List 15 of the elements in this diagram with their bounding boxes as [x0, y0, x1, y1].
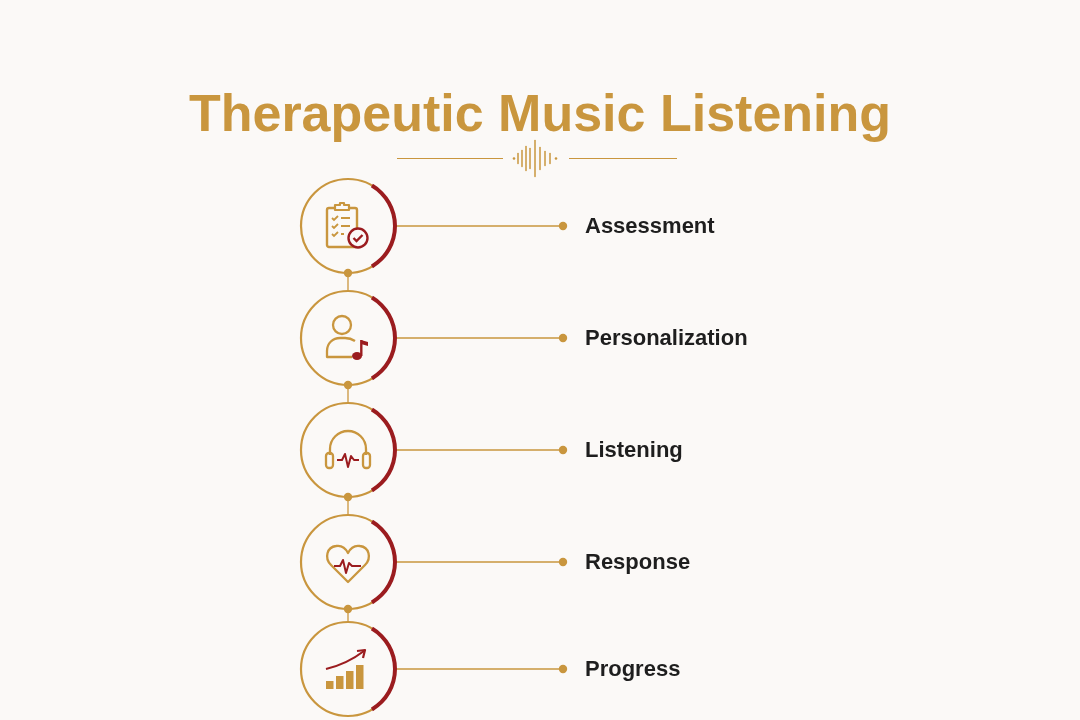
step-label: Personalization: [563, 322, 748, 354]
step-circle: [300, 178, 396, 274]
step-circle: [300, 621, 396, 717]
connector-line: [343, 380, 353, 404]
step-label: Listening: [563, 434, 683, 466]
connector-line: [343, 492, 353, 516]
step-circle: [300, 514, 396, 610]
connector-line: [343, 604, 353, 623]
title: Therapeutic Music Listening: [188, 84, 892, 142]
step-label: Assessment: [563, 210, 715, 242]
step-label: Progress: [563, 653, 681, 685]
step-circle: [300, 402, 396, 498]
step-label: Response: [563, 546, 691, 578]
connector-line: [343, 268, 353, 292]
step-circle: [300, 290, 396, 386]
